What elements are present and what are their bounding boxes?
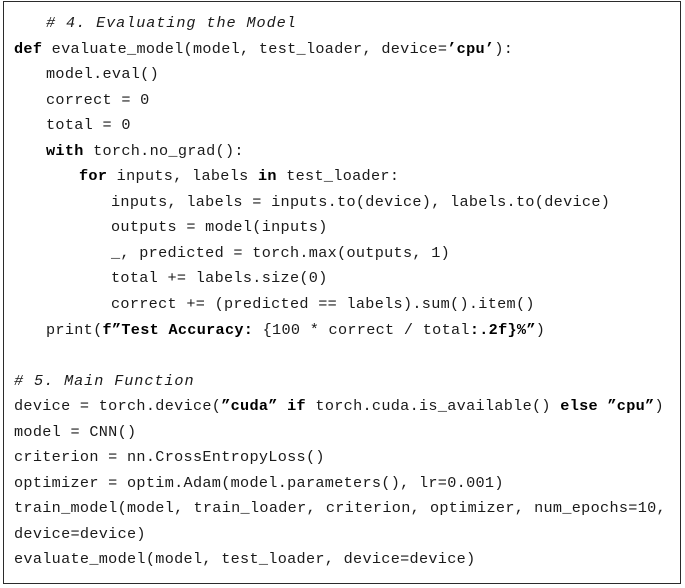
code-token: model.eval() <box>46 65 160 84</box>
code-line: criterion = nn.CrossEntropyLoss() <box>10 445 674 471</box>
code-token: ) <box>654 397 664 416</box>
code-comment: # 5. Main Function <box>14 371 195 390</box>
code-string: f”Test Accuracy: <box>102 320 263 339</box>
code-token: correct += (predicted == labels).sum().i… <box>111 295 535 314</box>
code-token: ): <box>494 39 514 58</box>
code-line: print(f”Test Accuracy: {100 * correct / … <box>10 318 674 344</box>
code-line: _, predicted = torch.max(outputs, 1) <box>10 241 674 267</box>
code-line: correct += (predicted == labels).sum().i… <box>10 292 674 318</box>
code-line: evaluate_model(model, test_loader, devic… <box>10 547 674 573</box>
code-line: inputs, labels = inputs.to(device), labe… <box>10 190 674 216</box>
code-line: total += labels.size(0) <box>10 266 674 292</box>
code-string: ”cpu” <box>607 397 655 416</box>
code-token <box>278 397 287 415</box>
code-token: total = 0 <box>46 116 131 135</box>
code-token: optimizer = optim.Adam(model.parameters(… <box>14 473 504 492</box>
code-token: inputs, labels <box>107 167 258 186</box>
code-token: _, predicted = torch.max(outputs, 1) <box>111 243 451 262</box>
code-line: correct = 0 <box>10 88 674 114</box>
code-token: train_loader, <box>193 499 316 518</box>
code-token: evaluate_model(model, test_loader, devic… <box>42 39 448 58</box>
code-blank-line <box>10 343 674 369</box>
code-string: ’cpu’ <box>447 39 495 58</box>
code-keyword: def <box>14 39 43 58</box>
code-keyword: if <box>287 397 306 416</box>
code-keyword: for <box>79 167 108 186</box>
code-token: torch.no_grad(): <box>83 141 244 160</box>
code-line: for inputs, labels in test_loader: <box>10 164 674 190</box>
code-line: total = 0 <box>10 113 674 139</box>
code-line: outputs = model(inputs) <box>10 215 674 241</box>
code-line: device = torch.device(”cuda” if torch.cu… <box>10 394 674 420</box>
code-token: device = torch.device( <box>14 397 222 416</box>
code-string: :.2f}%” <box>469 320 536 339</box>
code-token: model = CNN() <box>14 422 137 441</box>
code-token: print( <box>46 320 103 339</box>
code-comment: # 4. Evaluating the Model <box>46 14 297 32</box>
code-token <box>598 397 607 415</box>
code-token: {100 * correct / total <box>262 320 470 339</box>
code-line: optimizer = optim.Adam(model.parameters(… <box>10 471 674 497</box>
code-line: model = CNN() <box>10 420 674 446</box>
code-keyword: in <box>257 167 277 186</box>
code-line: train_model(model, train_loader, criterion… <box>10 496 674 522</box>
code-line: # 4. Evaluating the Model <box>10 11 674 37</box>
code-line: model.eval() <box>10 62 674 88</box>
code-keyword: with <box>46 141 84 160</box>
code-token: evaluate_model(model, test_loader, devic… <box>14 550 476 569</box>
code-line: def evaluate_model(model, test_loader, d… <box>10 37 674 63</box>
code-token: correct = 0 <box>46 90 150 109</box>
code-token: criterion, <box>325 499 421 518</box>
code-line: with torch.no_grad(): <box>10 139 674 165</box>
code-token: device=device) <box>14 524 146 543</box>
code-token: inputs, labels = inputs.to(device), labe… <box>111 192 611 211</box>
code-token: outputs = model(inputs) <box>111 218 328 237</box>
code-token: torch.cuda.is_available() <box>305 397 561 416</box>
code-string: ”cuda” <box>221 397 278 416</box>
code-line: device=device) <box>10 522 674 548</box>
code-token: total += labels.size(0) <box>111 269 328 288</box>
code-token: criterion = nn.CrossEntropyLoss() <box>14 448 325 467</box>
code-token: test_loader: <box>276 167 400 186</box>
code-line: # 5. Main Function <box>10 369 674 395</box>
code-token: train_model(model, <box>14 499 184 518</box>
code-token: num_epochs=10, <box>534 499 666 518</box>
code-token: ) <box>535 320 546 339</box>
code-token: optimizer, <box>429 499 525 518</box>
code-keyword: else <box>560 397 598 416</box>
